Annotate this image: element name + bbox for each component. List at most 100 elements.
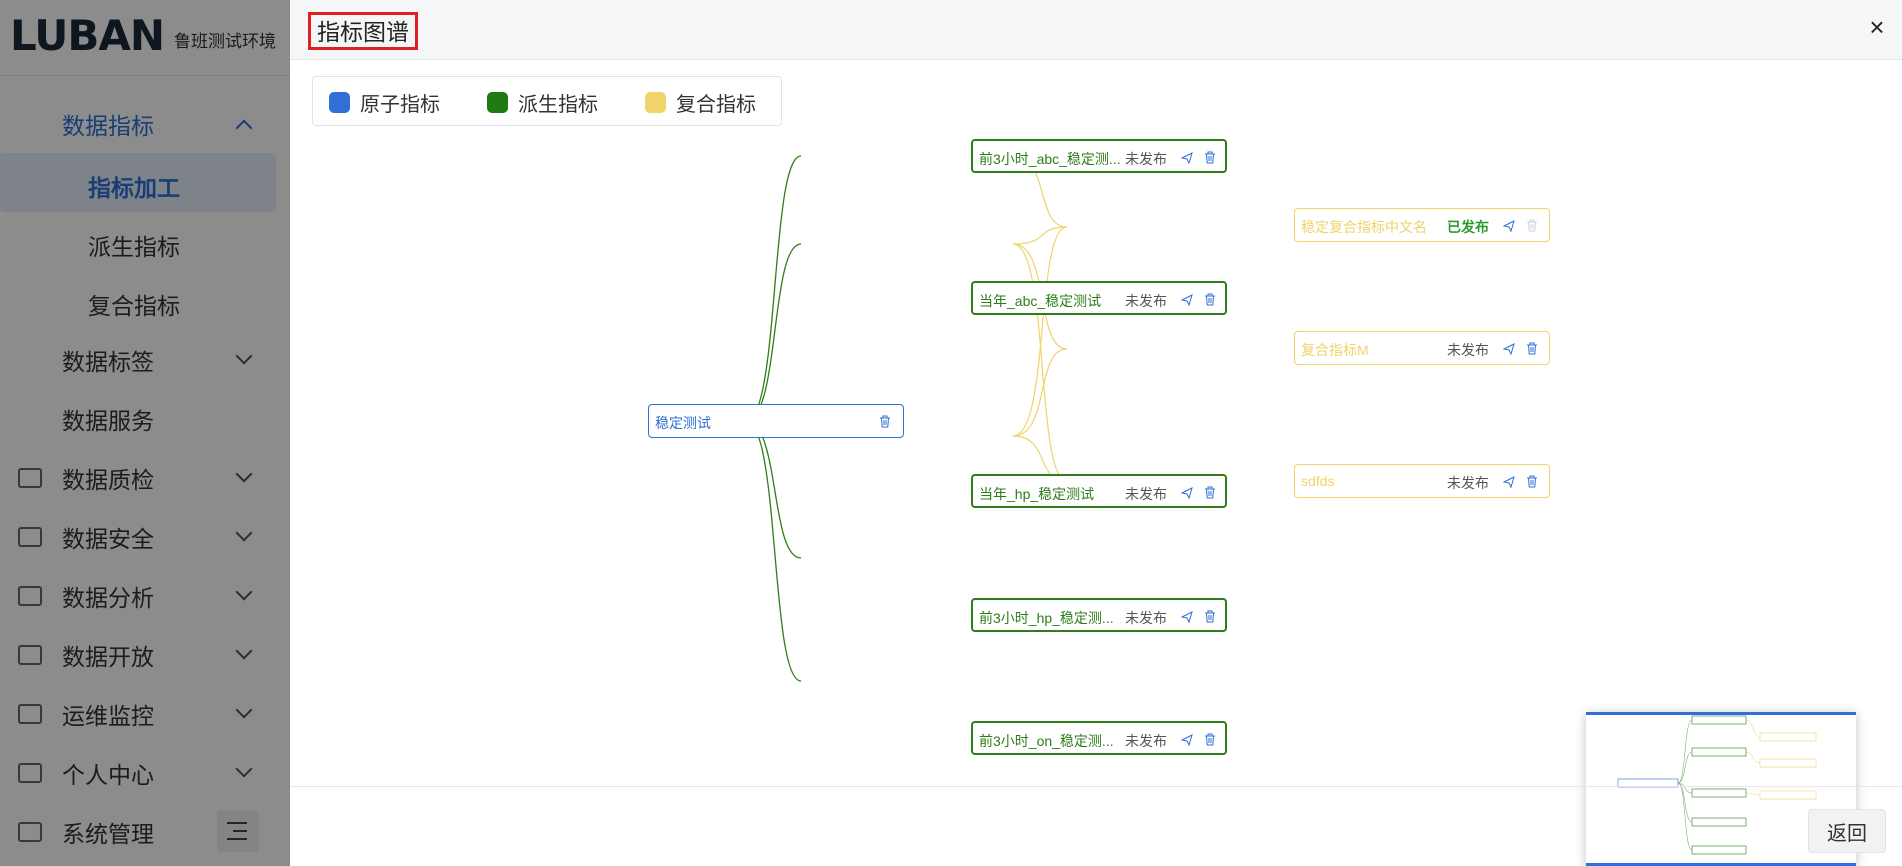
delete-icon[interactable]	[1204, 733, 1216, 746]
sidebar-item-label: 系统管理	[62, 820, 154, 847]
graph-edges	[745, 155, 1068, 682]
sidebar-item-label: 派生指标	[88, 234, 180, 260]
node-status: 未发布	[1125, 733, 1167, 749]
node-status: 未发布	[1125, 486, 1167, 502]
edge	[745, 243, 802, 422]
delete-icon[interactable]	[1204, 486, 1216, 499]
legend-item-derived: 派生指标	[487, 90, 598, 116]
settings-icon	[18, 821, 42, 842]
derived-node[interactable]: 当年_abc_稳定测试 未发布	[971, 281, 1227, 315]
environment-label: 鲁班测试环境	[174, 31, 277, 51]
publish-icon[interactable]	[1503, 219, 1515, 232]
minimap-preview	[1617, 715, 1817, 855]
node-label: 稳定测试	[655, 415, 711, 431]
sidebar-item-label: 运维监控	[62, 702, 154, 729]
node-status: 未发布	[1125, 151, 1167, 167]
sidebar-item-data-analysis[interactable]: 数据分析	[0, 566, 290, 625]
legend-swatch	[487, 91, 508, 113]
logo-mark: LUBAN	[10, 10, 165, 60]
publish-icon[interactable]	[1181, 733, 1193, 746]
atomic-node[interactable]: 稳定测试	[648, 404, 904, 438]
delete-icon[interactable]	[1526, 475, 1538, 488]
edge	[1012, 243, 1068, 482]
composite-node[interactable]: 复合指标M 未发布	[1294, 331, 1550, 365]
delete-icon[interactable]	[1204, 151, 1216, 164]
node-label: 当年_abc_稳定测试	[979, 293, 1102, 309]
node-status: 已发布	[1447, 219, 1489, 235]
chart-line-icon	[18, 703, 42, 724]
sidebar-item-label: 数据安全	[62, 525, 154, 552]
legend-label: 派生指标	[518, 93, 598, 116]
sidebar-item-label: 数据服务	[62, 407, 154, 434]
sidebar-item-data-quality[interactable]: 数据质检	[0, 448, 290, 507]
sidebar-item-data-service[interactable]: 数据服务	[0, 389, 290, 448]
legend: 原子指标 派生指标 复合指标	[312, 76, 782, 126]
open-icon	[18, 644, 42, 665]
sidebar-item-label: 复合指标	[88, 293, 180, 319]
metric-graph[interactable]: 稳定测试 前3小时_abc_稳定测... 未发布 当年_abc_稳定测试 未发布…	[290, 126, 1902, 866]
divider	[0, 75, 290, 76]
sidebar-item-label: 数据质检	[62, 466, 154, 493]
edge	[1012, 226, 1068, 437]
node-status: 未发布	[1125, 293, 1167, 309]
sidebar-item-label: 数据标签	[62, 348, 154, 375]
edge	[1012, 348, 1068, 437]
collapse-sidebar-button[interactable]	[217, 810, 259, 852]
node-label: sdfds	[1301, 473, 1335, 489]
publish-icon[interactable]	[1181, 151, 1193, 164]
sidebar-subitem-metric-processing[interactable]: 指标加工	[0, 153, 276, 212]
sidebar-item-data-tags[interactable]: 数据标签	[0, 330, 290, 389]
legend-swatch	[329, 91, 350, 113]
node-label: 复合指标M	[1301, 342, 1369, 358]
sidebar-item-ops-monitor[interactable]: 运维监控	[0, 684, 290, 743]
delete-icon	[1527, 219, 1537, 232]
derived-node[interactable]: 前3小时_abc_稳定测... 未发布	[971, 139, 1227, 173]
legend-label: 原子指标	[360, 93, 440, 116]
publish-icon[interactable]	[1181, 293, 1193, 306]
node-label: 前3小时_on_稳定测...	[979, 733, 1114, 749]
modal-header: 指标图谱 ×	[290, 0, 1902, 60]
back-button[interactable]: 返回	[1808, 809, 1886, 853]
node-label: 前3小时_abc_稳定测...	[979, 151, 1121, 167]
publish-icon[interactable]	[1503, 342, 1515, 355]
node-status: 未发布	[1447, 342, 1489, 358]
delete-icon[interactable]	[1526, 342, 1538, 355]
composite-node[interactable]: sdfds 未发布	[1294, 464, 1550, 498]
sidebar-item-personal-center[interactable]: 个人中心	[0, 743, 290, 802]
monitor-check-icon	[18, 526, 42, 547]
sidebar-item-data-open[interactable]: 数据开放	[0, 625, 290, 684]
derived-node[interactable]: 当年_hp_稳定测试 未发布	[971, 474, 1227, 508]
modal-footer: 返回	[290, 786, 1902, 866]
report-icon	[18, 467, 42, 488]
node-status: 未发布	[1447, 475, 1489, 491]
delete-icon[interactable]	[879, 415, 891, 428]
sidebar-item-label: 数据开放	[62, 643, 154, 670]
sidebar: LUBAN 鲁班测试环境 数据指标 指标加工 派生指标 复合指标 数据标签 数据…	[0, 0, 290, 866]
legend-item-composite: 复合指标	[645, 90, 756, 116]
delete-icon[interactable]	[1204, 293, 1216, 306]
close-icon[interactable]: ×	[1869, 12, 1885, 42]
publish-icon[interactable]	[1181, 486, 1193, 499]
sidebar-item-data-metrics[interactable]: 数据指标	[0, 94, 290, 153]
derived-node[interactable]: 前3小时_hp_稳定测... 未发布	[971, 598, 1227, 632]
legend-swatch	[645, 91, 666, 113]
publish-icon[interactable]	[1503, 475, 1515, 488]
user-card-icon	[18, 762, 42, 783]
legend-item-atomic: 原子指标	[329, 90, 440, 116]
analysis-icon	[18, 585, 42, 606]
sidebar-item-label: 指标加工	[88, 175, 180, 201]
node-label: 前3小时_hp_稳定测...	[979, 610, 1114, 626]
sidebar-item-label: 数据指标	[62, 112, 154, 139]
delete-icon[interactable]	[1204, 610, 1216, 623]
metric-graph-modal: 指标图谱 × 原子指标 派生指标 复合指标	[290, 0, 1902, 866]
composite-node[interactable]: 稳定复合指标中文名 已发布	[1294, 208, 1550, 242]
publish-icon[interactable]	[1181, 610, 1193, 623]
sidebar-item-data-security[interactable]: 数据安全	[0, 507, 290, 566]
derived-node[interactable]: 前3小时_on_稳定测... 未发布	[971, 721, 1227, 755]
sidebar-subitem-derived-metrics[interactable]: 派生指标	[0, 212, 290, 271]
graph-minimap[interactable]	[1586, 712, 1856, 866]
edge	[745, 155, 802, 422]
sidebar-item-system-admin[interactable]: 系统管理	[0, 802, 290, 861]
sidebar-subitem-composite-metrics[interactable]: 复合指标	[0, 271, 290, 330]
logo: LUBAN 鲁班测试环境	[10, 10, 277, 60]
